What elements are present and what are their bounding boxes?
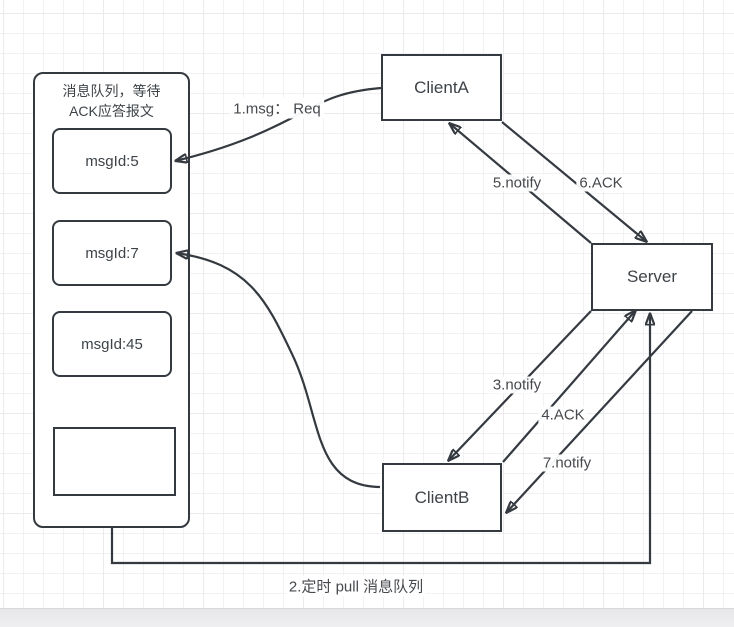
edge-label-7-notify[interactable]: 7.notify xyxy=(539,454,595,472)
node-client-b[interactable]: ClientB xyxy=(382,463,502,532)
edge-label-3-notify[interactable]: 3.notify xyxy=(489,376,545,394)
edge-label-6-ack[interactable]: 6.ACK xyxy=(576,174,626,192)
edge-6-ack[interactable] xyxy=(501,121,647,242)
queue-item-msgid-7[interactable]: msgId:7 xyxy=(52,220,172,286)
queue-item-msgid-5[interactable]: msgId:5 xyxy=(52,128,172,194)
edge-2-pull[interactable] xyxy=(110,313,650,565)
edge-clientb-to-msgid7[interactable] xyxy=(176,253,381,489)
edge-label-5-notify[interactable]: 5.notify xyxy=(489,174,545,192)
status-bar xyxy=(0,608,734,627)
edge-4-ack[interactable] xyxy=(502,310,636,463)
queue-title: 消息队列，等待 ACK应答报文 xyxy=(62,83,161,119)
node-client-a[interactable]: ClientA xyxy=(381,54,502,121)
queue-item-msgid-45[interactable]: msgId:45 xyxy=(52,311,172,377)
queue-item-empty[interactable] xyxy=(53,427,176,496)
message-queue-box[interactable]: 消息队列，等待 ACK应答报文 msgId:5 msgId:7 msgId:45 xyxy=(33,72,190,528)
edge-label-4-ack[interactable]: 4.ACK xyxy=(538,406,588,424)
node-server[interactable]: Server xyxy=(591,243,713,311)
edge-7-notify[interactable] xyxy=(506,310,693,513)
edge-label-2-pull[interactable]: 2.定时 pull 消息队列 xyxy=(285,575,427,597)
edge-label-1-msg-req[interactable]: 1.msg： Req xyxy=(230,97,324,119)
